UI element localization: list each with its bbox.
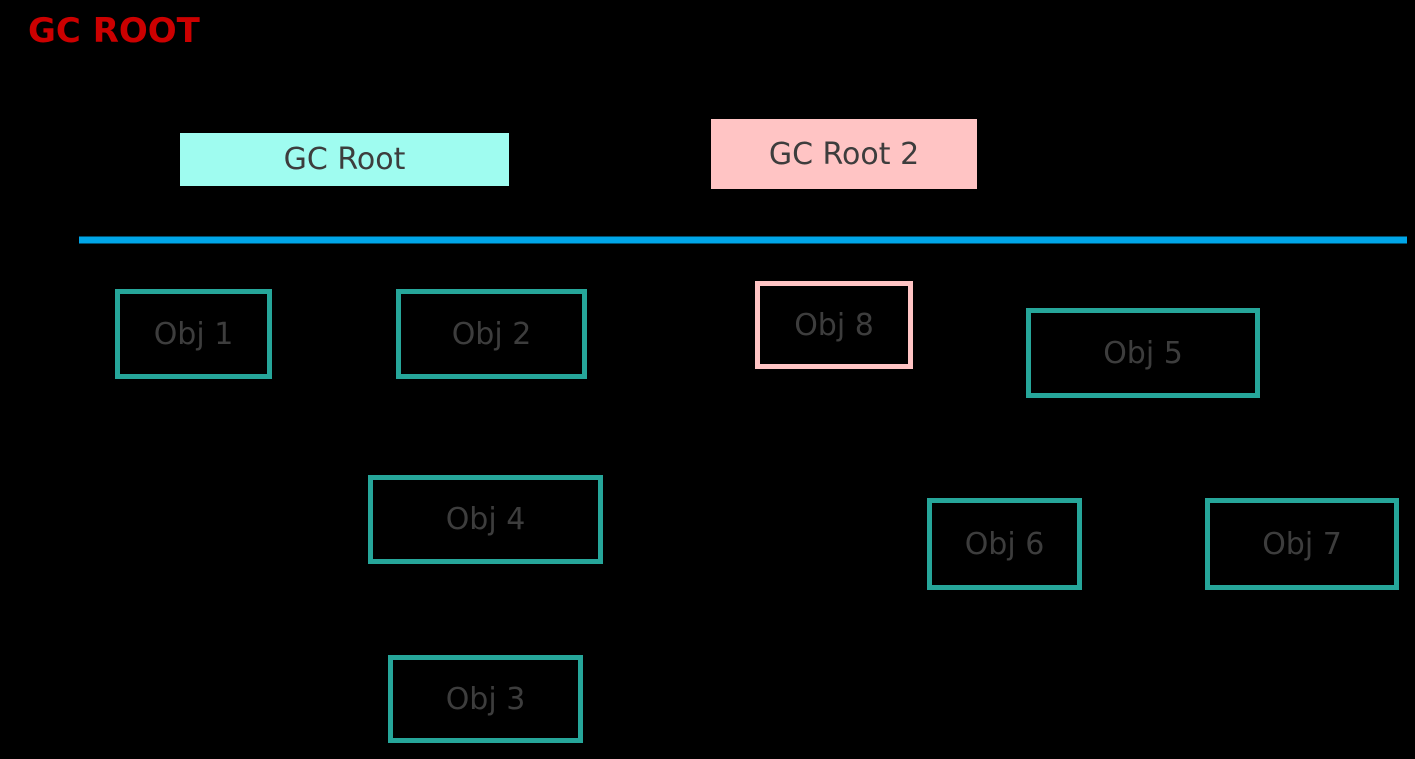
node-label-obj6[interactable]: Obj 6 bbox=[964, 526, 1045, 562]
arrowhead-icon bbox=[187, 282, 200, 289]
node-box-obj5[interactable] bbox=[1026, 308, 1260, 398]
edge-obj5-to-obj7 bbox=[1141, 398, 1304, 498]
arrowhead-icon bbox=[479, 648, 492, 655]
node-box-obj3[interactable] bbox=[388, 655, 583, 743]
arrowhead-icon bbox=[485, 282, 498, 289]
arrowhead-icon bbox=[998, 491, 1011, 498]
nodes-layer bbox=[115, 119, 1399, 743]
node-box-gc-root-2[interactable] bbox=[711, 119, 977, 189]
edge-obj5-to-obj6 bbox=[1003, 398, 1145, 498]
node-box-obj1[interactable] bbox=[115, 289, 272, 379]
node-label-obj7[interactable]: Obj 7 bbox=[1262, 526, 1342, 562]
node-box-gc-root[interactable] bbox=[180, 133, 509, 186]
edge-gc-root-2-to-obj8 bbox=[832, 189, 846, 281]
node-label-obj4[interactable]: Obj 4 bbox=[445, 502, 526, 537]
node-box-obj8[interactable] bbox=[755, 281, 913, 369]
node-label-obj5[interactable]: Obj 5 bbox=[1103, 335, 1183, 371]
arrowhead-icon bbox=[828, 274, 840, 281]
node-label-obj8[interactable]: Obj 8 bbox=[794, 307, 874, 343]
page-title: GC ROOT bbox=[28, 11, 200, 51]
node-label-obj2[interactable]: Obj 2 bbox=[451, 316, 532, 352]
arrowhead-icon bbox=[479, 468, 492, 475]
arrowhead-icon bbox=[1296, 491, 1308, 498]
node-label-obj1[interactable]: Obj 1 bbox=[153, 316, 234, 352]
edges-layer bbox=[187, 186, 1308, 655]
node-box-obj2[interactable] bbox=[396, 289, 587, 379]
node-label-obj3[interactable]: Obj 3 bbox=[445, 681, 526, 717]
node-box-obj4[interactable] bbox=[368, 475, 603, 564]
node-label-gc-root-2[interactable]: GC Root 2 bbox=[768, 136, 920, 172]
node-box-obj6[interactable] bbox=[927, 498, 1082, 590]
node-label-gc-root[interactable]: GC Root bbox=[283, 142, 406, 177]
edge-obj2-to-obj4 bbox=[484, 379, 493, 475]
node-box-obj7[interactable] bbox=[1205, 498, 1399, 590]
